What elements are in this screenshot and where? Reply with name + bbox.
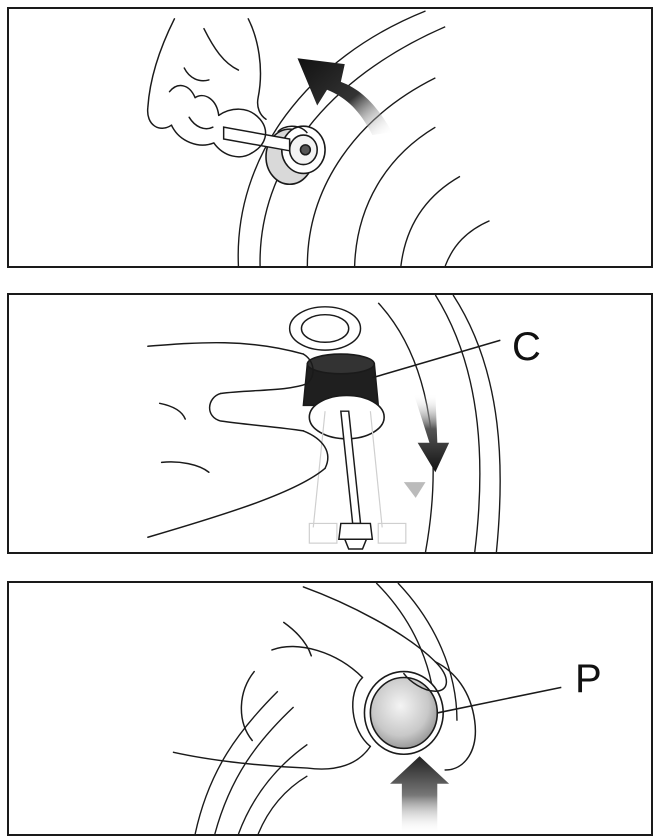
hand-outline (172, 586, 477, 771)
wrench (222, 125, 308, 152)
illustration-panel-2: C (7, 293, 653, 554)
removal-arrow (403, 393, 450, 498)
wheel-rim-lines (377, 295, 501, 552)
illustration-panel-3: P (7, 581, 653, 836)
callout-label-p: P (575, 657, 602, 701)
panel-1-drawing (147, 10, 490, 266)
push-arrow (390, 756, 450, 834)
wheel-rim-lines (237, 10, 490, 266)
rubber-cap (302, 353, 385, 440)
hub-cover-cap (363, 670, 444, 756)
retaining-ring (288, 306, 362, 351)
rotation-arrow (297, 58, 393, 136)
panel-2-drawing (147, 295, 501, 552)
callout-p-leader (437, 686, 562, 714)
callout-label-c: C (512, 325, 541, 369)
motion-ghost-lines (308, 411, 407, 544)
panel-3-drawing (172, 583, 562, 834)
hand-outline (147, 18, 267, 158)
illustration-panel-1 (7, 7, 653, 268)
callout-c-leader (372, 339, 501, 379)
screwdriver (338, 410, 374, 550)
hand-outline (147, 341, 329, 538)
hub-nut (265, 125, 326, 186)
